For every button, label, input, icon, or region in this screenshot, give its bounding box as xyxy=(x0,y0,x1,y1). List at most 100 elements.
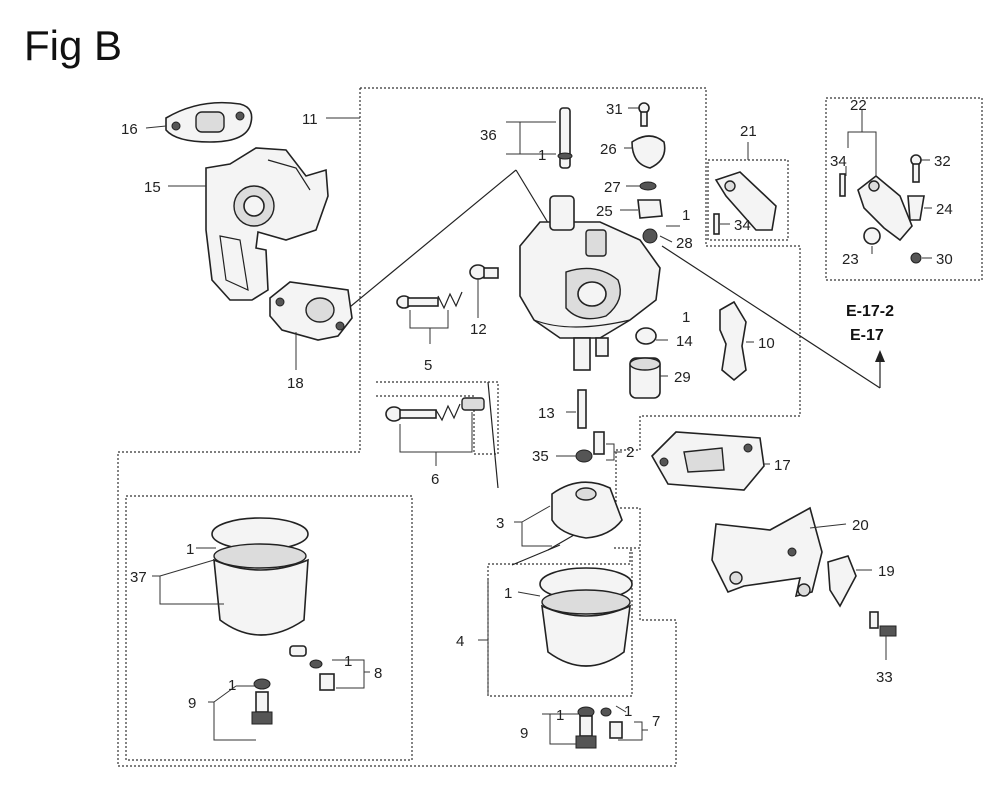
part-16-insulator-gasket xyxy=(165,101,253,143)
part-7-drain-bolt xyxy=(600,707,623,739)
part-20-bracket xyxy=(711,506,823,598)
label-32: 32 xyxy=(934,153,951,170)
carburetor-body xyxy=(519,195,661,371)
label-12: 12 xyxy=(470,321,487,338)
e17-2-box xyxy=(825,97,983,281)
part-number-labels: 16 15 11 18 36 1 31 26 27 25 1 28 12 5 6… xyxy=(121,97,953,742)
part-29-cup xyxy=(629,357,661,399)
part-12-drain-screw xyxy=(469,264,499,280)
part-30-washer xyxy=(910,252,922,264)
part-26-diaphragm-cover xyxy=(631,135,666,169)
part-32-screw xyxy=(910,154,922,183)
label-1-b: 1 xyxy=(682,207,690,224)
part-1-inset-washer xyxy=(253,678,271,690)
ref-e17: E-17 xyxy=(850,327,884,344)
part-18-carburetor-gasket xyxy=(269,281,353,341)
part-36-pilot-screw xyxy=(557,107,573,169)
label-21: 21 xyxy=(740,123,757,140)
label-1-f: 1 xyxy=(682,309,690,326)
label-2: 2 xyxy=(626,444,634,461)
part-23-spring xyxy=(863,227,881,245)
float-leader xyxy=(511,544,561,566)
part-31-screw xyxy=(638,102,650,127)
screw-set-box xyxy=(376,381,499,455)
lever-21-box xyxy=(707,159,789,241)
part-9-bowl-bolt xyxy=(575,715,597,749)
part-22-lever-assembly xyxy=(857,174,913,242)
part-14-oring xyxy=(635,327,657,345)
part-35-main-jet xyxy=(575,449,593,463)
e17-arrow-icon xyxy=(875,350,885,362)
part-34-spring-a xyxy=(713,213,720,235)
label-8: 8 xyxy=(374,665,382,682)
label-30: 30 xyxy=(936,251,953,268)
label-20: 20 xyxy=(852,517,869,534)
part-13-main-nozzle xyxy=(577,389,587,429)
label-24: 24 xyxy=(936,201,953,218)
label-27: 27 xyxy=(604,179,621,196)
label-7: 7 xyxy=(652,713,660,730)
label-31: 31 xyxy=(606,101,623,118)
label-19: 19 xyxy=(878,563,895,580)
label-29: 29 xyxy=(674,369,691,386)
part-33-bolt xyxy=(869,611,897,637)
part-25-valve xyxy=(637,199,663,219)
label-9-b: 9 xyxy=(188,695,196,712)
label-33: 33 xyxy=(876,669,893,686)
label-37: 37 xyxy=(130,569,147,586)
label-1-i: 1 xyxy=(344,653,352,670)
label-18: 18 xyxy=(287,375,304,392)
part-27-washer xyxy=(639,181,657,191)
label-leaders xyxy=(145,107,932,745)
part-37-float-bowl-inset xyxy=(211,517,309,657)
label-34-a: 34 xyxy=(734,217,751,234)
part-17-insulator xyxy=(651,431,765,491)
gasket-18-leader xyxy=(321,169,517,331)
part-34-spring-b xyxy=(839,173,846,197)
figure-title: Fig B xyxy=(24,22,123,69)
part-28-oring xyxy=(642,228,658,244)
label-5: 5 xyxy=(424,357,432,374)
label-3: 3 xyxy=(496,515,504,532)
label-11: 11 xyxy=(302,111,318,128)
label-13: 13 xyxy=(538,405,555,422)
carburetor-assembly-box-left xyxy=(117,88,677,767)
label-23: 23 xyxy=(842,251,859,268)
label-34-b: 34 xyxy=(830,153,847,170)
label-17: 17 xyxy=(774,457,791,474)
part-4-float-bowl xyxy=(539,567,633,667)
inset-float-bowl-box xyxy=(125,495,413,761)
label-9-a: 9 xyxy=(520,725,528,742)
label-28: 28 xyxy=(676,235,693,252)
label-25: 25 xyxy=(596,203,613,220)
part-3-float xyxy=(551,481,623,539)
label-1-a: 1 xyxy=(538,147,546,164)
label-6: 6 xyxy=(431,471,439,488)
label-1-h: 1 xyxy=(228,677,236,694)
label-16: 16 xyxy=(121,121,138,138)
label-1-c: 1 xyxy=(504,585,512,602)
e17-leader xyxy=(661,245,881,389)
part-10-choke-lever xyxy=(719,300,747,382)
part-5-throttle-stop-screw xyxy=(396,291,463,310)
part-8-drain-screw xyxy=(309,659,335,691)
part-6-pilot-screw-set xyxy=(385,397,485,422)
part-19-lever xyxy=(827,555,857,608)
label-4: 4 xyxy=(456,633,464,650)
label-1-g: 1 xyxy=(186,541,194,558)
carburetor-assembly-box xyxy=(360,87,801,549)
label-26: 26 xyxy=(600,141,617,158)
label-22: 22 xyxy=(850,97,867,114)
part-9-inset-bolt xyxy=(251,691,273,725)
label-1-e: 1 xyxy=(624,703,632,720)
label-36: 36 xyxy=(480,127,497,144)
label-1-d: 1 xyxy=(556,707,564,724)
part-2-needle-valve xyxy=(593,431,605,455)
label-10: 10 xyxy=(758,335,775,352)
label-14: 14 xyxy=(676,333,693,350)
screw-set-leader xyxy=(487,381,499,489)
part-15-choke-bracket xyxy=(205,147,329,301)
label-35: 35 xyxy=(532,448,549,465)
ref-e17-2: E-17-2 xyxy=(846,303,894,320)
